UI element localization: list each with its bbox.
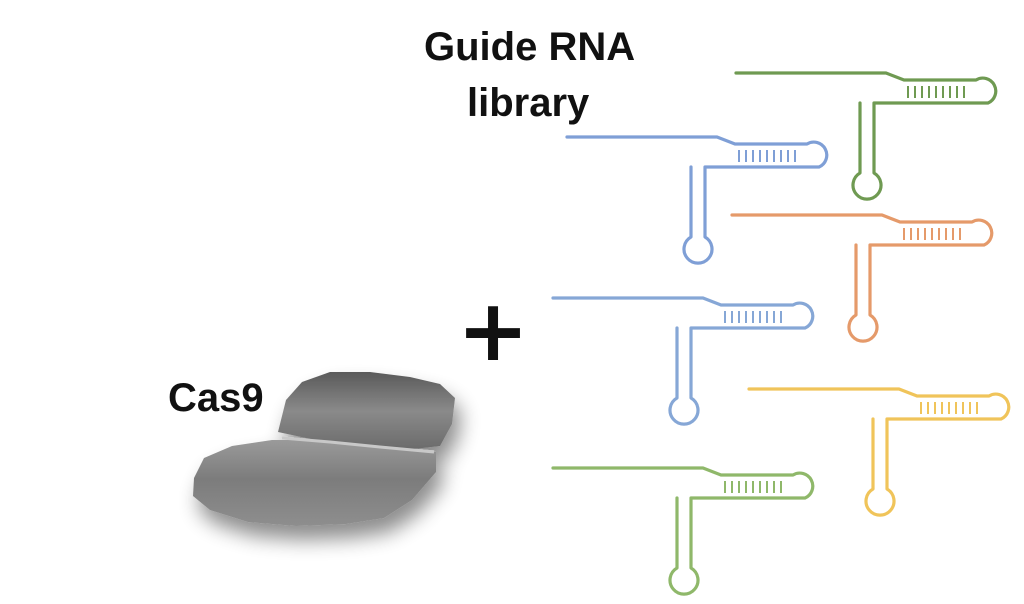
cas9-lower-lobe xyxy=(193,440,436,526)
plus-sign: + xyxy=(457,281,530,381)
guide-rna-strand xyxy=(551,296,815,426)
library-title-line2: library xyxy=(467,81,590,125)
guide-rna-strand xyxy=(551,466,815,596)
guide-rna-strand xyxy=(565,135,829,265)
guide-rna-library xyxy=(551,71,1011,596)
guide-rna-strand xyxy=(734,71,998,201)
cas9-upper-lobe xyxy=(278,372,455,450)
guide-rna xyxy=(734,71,998,201)
guide-rna xyxy=(747,387,1011,517)
cas9-groove xyxy=(281,436,435,454)
guide-rna xyxy=(551,296,815,426)
library-title-line1: Guide RNA xyxy=(424,25,636,69)
guide-rna xyxy=(551,466,815,596)
cas9-label: Cas9 xyxy=(168,376,264,420)
guide-rna-strand xyxy=(747,387,1011,517)
guide-rna xyxy=(730,213,994,343)
guide-rna xyxy=(565,135,829,265)
cas9-protein-shape xyxy=(193,372,455,526)
guide-rna-strand xyxy=(730,213,994,343)
